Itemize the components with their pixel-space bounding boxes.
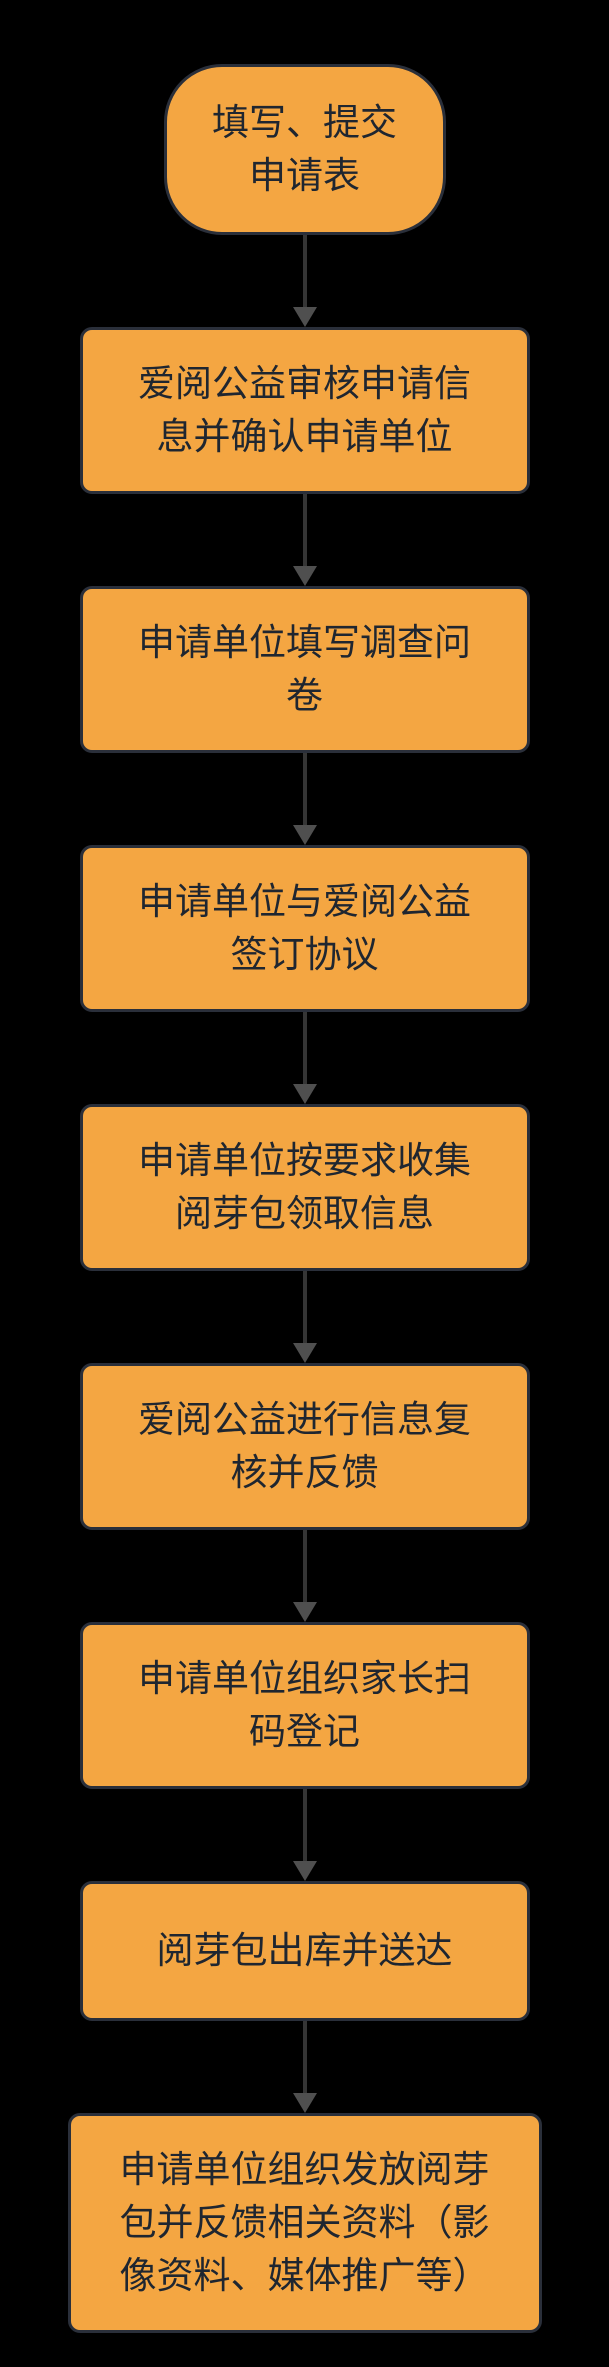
flow-node-label: 申请单位组织家长扫码登记	[138, 1658, 471, 1752]
flow-node-2: 爱阅公益审核申请信息并确认申请单位	[79, 327, 530, 495]
edge-line	[302, 1271, 307, 1344]
flow-node-8: 阅芽包出库并送达	[79, 1881, 530, 2022]
edge-line	[302, 2021, 307, 2094]
flow-node-label: 阅芽包出库并送达	[156, 1930, 453, 1972]
edge-line	[302, 1530, 307, 1603]
flow-node-9: 申请单位组织发放阅芽包并反馈相关资料（影像资料、媒体推广等）	[67, 2113, 542, 2334]
arrow-down-icon	[292, 1861, 317, 1882]
arrow-down-icon	[292, 1602, 317, 1623]
edge-line	[302, 1012, 307, 1085]
flow-node-5: 申请单位按要求收集阅芽包领取信息	[79, 1104, 530, 1272]
flow-node-label: 申请单位按要求收集阅芽包领取信息	[138, 1140, 471, 1234]
flow-node-label: 申请单位与爱阅公益签订协议	[138, 881, 471, 975]
arrow-down-icon	[292, 566, 317, 587]
flow-connector	[292, 235, 317, 328]
edge-line	[302, 235, 307, 308]
arrow-down-icon	[292, 825, 317, 846]
edge-line	[302, 753, 307, 826]
flow-node-1: 填写、提交申请表	[163, 64, 446, 236]
edge-line	[302, 1789, 307, 1862]
flow-node-4: 申请单位与爱阅公益签订协议	[79, 845, 530, 1013]
flow-connector	[292, 753, 317, 846]
flow-node-7: 申请单位组织家长扫码登记	[79, 1622, 530, 1790]
flow-node-label: 爱阅公益审核申请信息并确认申请单位	[138, 363, 471, 457]
flow-connector	[292, 494, 317, 587]
flow-node-label: 爱阅公益进行信息复核并反馈	[138, 1399, 471, 1493]
flow-connector	[292, 1530, 317, 1623]
flow-connector	[292, 1012, 317, 1105]
flow-node-label: 填写、提交申请表	[212, 102, 397, 196]
flow-node-label: 申请单位组织发放阅芽包并反馈相关资料（影像资料、媒体推广等）	[119, 2149, 490, 2296]
flow-connector	[292, 1789, 317, 1882]
flow-connector	[292, 1271, 317, 1364]
flow-node-label: 申请单位填写调查问卷	[138, 622, 471, 716]
flow-connector	[292, 2021, 317, 2114]
flow-node-3: 申请单位填写调查问卷	[79, 586, 530, 754]
arrow-down-icon	[292, 1343, 317, 1364]
arrow-down-icon	[292, 307, 317, 328]
edge-line	[302, 494, 307, 567]
arrow-down-icon	[292, 2093, 317, 2114]
arrow-down-icon	[292, 1084, 317, 1105]
flow-node-6: 爱阅公益进行信息复核并反馈	[79, 1363, 530, 1531]
